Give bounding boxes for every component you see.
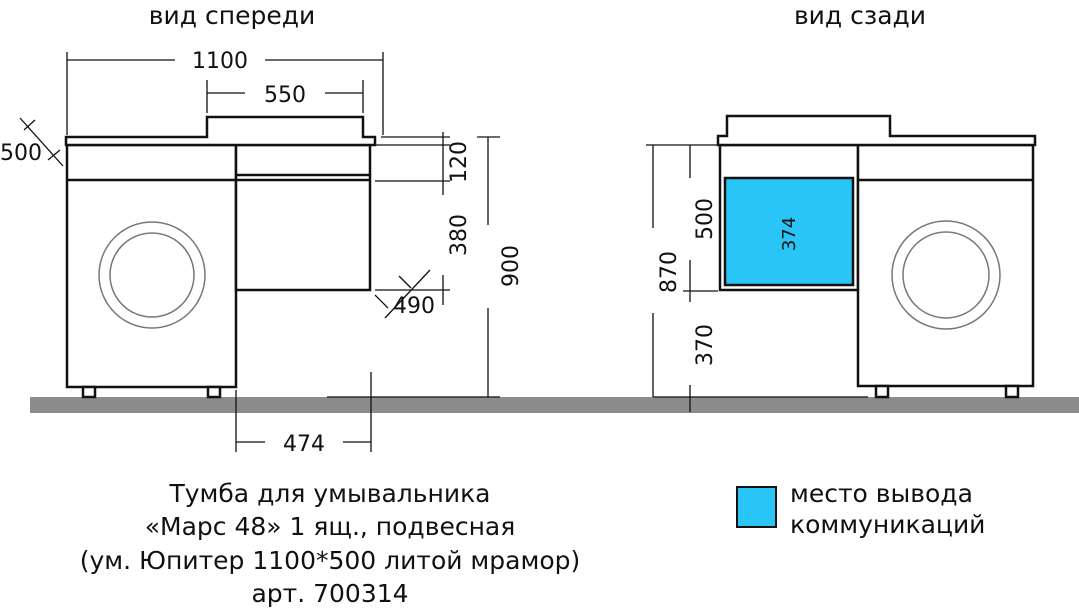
back-washer-cabinet	[856, 143, 1035, 388]
washer-door-inner	[902, 231, 990, 319]
dim-depth: 500	[0, 141, 42, 166]
floor	[30, 397, 1079, 413]
foot	[206, 385, 222, 399]
caption-article: арт. 700314	[251, 579, 408, 608]
foot	[874, 384, 890, 399]
dim-top-panel: 120	[447, 141, 472, 183]
caption-line-2: «Марс 48» 1 ящ., подвесная	[145, 512, 516, 541]
dim-cabinet-top-height: 870	[657, 251, 682, 293]
back-view-title: вид сзади	[794, 1, 926, 30]
dim-floor-gap: 370	[693, 324, 718, 366]
dim-sink-width: 550	[264, 83, 306, 108]
legend: место вывода коммуникаций	[736, 479, 985, 539]
washer-door-outer	[891, 220, 1001, 330]
front-view-title: вид спереди	[149, 1, 315, 30]
foot	[81, 385, 97, 399]
dim-opening-height: 500	[693, 198, 718, 240]
dim-drawer: 380	[447, 214, 472, 256]
washer-cabinet	[65, 143, 238, 389]
legend-swatch	[736, 486, 777, 528]
communications-opening	[723, 176, 855, 287]
legend-label-2: коммуникаций	[790, 510, 985, 539]
countertop	[64, 115, 377, 147]
foot	[1004, 384, 1020, 399]
legend-label-1: место вывода	[790, 479, 973, 508]
dim-drawer-depth: 490	[393, 294, 435, 319]
caption-line-1: Тумба для умывальника	[168, 479, 490, 508]
back-countertop	[716, 114, 1037, 147]
washer-door-inner	[109, 232, 195, 318]
drawer-cabinet	[234, 143, 372, 292]
dim-cabinet-width: 474	[283, 432, 325, 457]
front-view: 1100 550 500 120 380 490 900	[0, 49, 524, 457]
dim-opening-width: 374	[779, 217, 800, 251]
dim-width-total: 1100	[192, 49, 248, 74]
washer-door-outer	[98, 221, 206, 329]
dim-height: 900	[499, 245, 524, 287]
back-view: 374 870 500 370	[646, 114, 1037, 412]
product-caption: Тумба для умывальника «Марс 48» 1 ящ., п…	[80, 479, 581, 608]
caption-line-3: (ум. Юпитер 1100*500 литой мрамор)	[80, 546, 581, 575]
